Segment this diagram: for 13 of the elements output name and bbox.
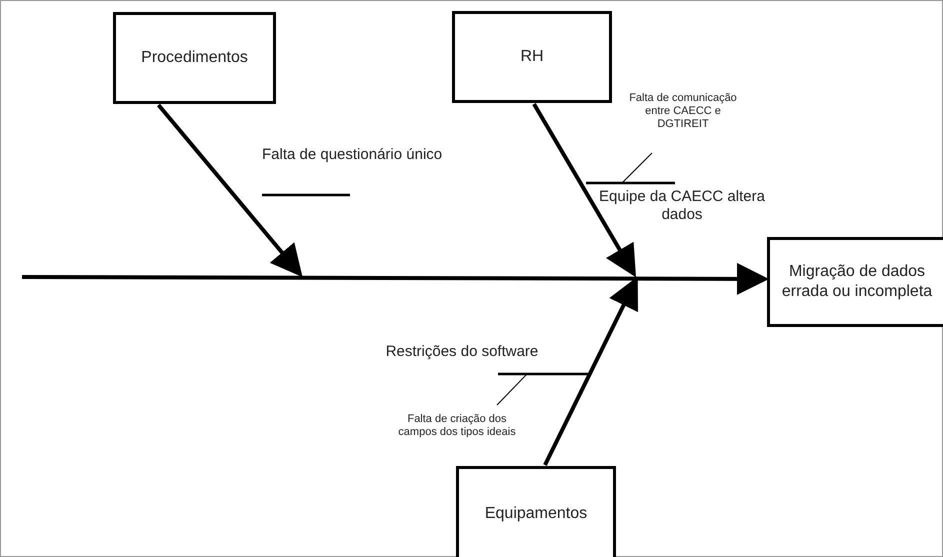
category-box: Equipamentos xyxy=(456,466,616,557)
cause-arrow xyxy=(543,276,638,466)
effect-box: Migração de dados errada ou incompleta xyxy=(767,237,943,327)
sub-cause-label: Falta de questionário único xyxy=(262,146,444,164)
sub-cause-label: Falta de comunicação entre CAECC e DGTIREIT xyxy=(628,92,738,132)
cause-arrow xyxy=(156,104,303,278)
category-box: RH xyxy=(452,11,612,103)
category-box: Procedimentos xyxy=(113,12,276,104)
sub-cause-label: Restrições do software xyxy=(384,343,540,361)
sub-cause-label: Falta de criação dos campos dos tipos ideais xyxy=(397,413,517,440)
spine-arrow xyxy=(22,262,769,295)
sub-cause-label: Equipe da CAECC altera dados xyxy=(598,188,766,224)
cause-arrow xyxy=(532,102,636,278)
